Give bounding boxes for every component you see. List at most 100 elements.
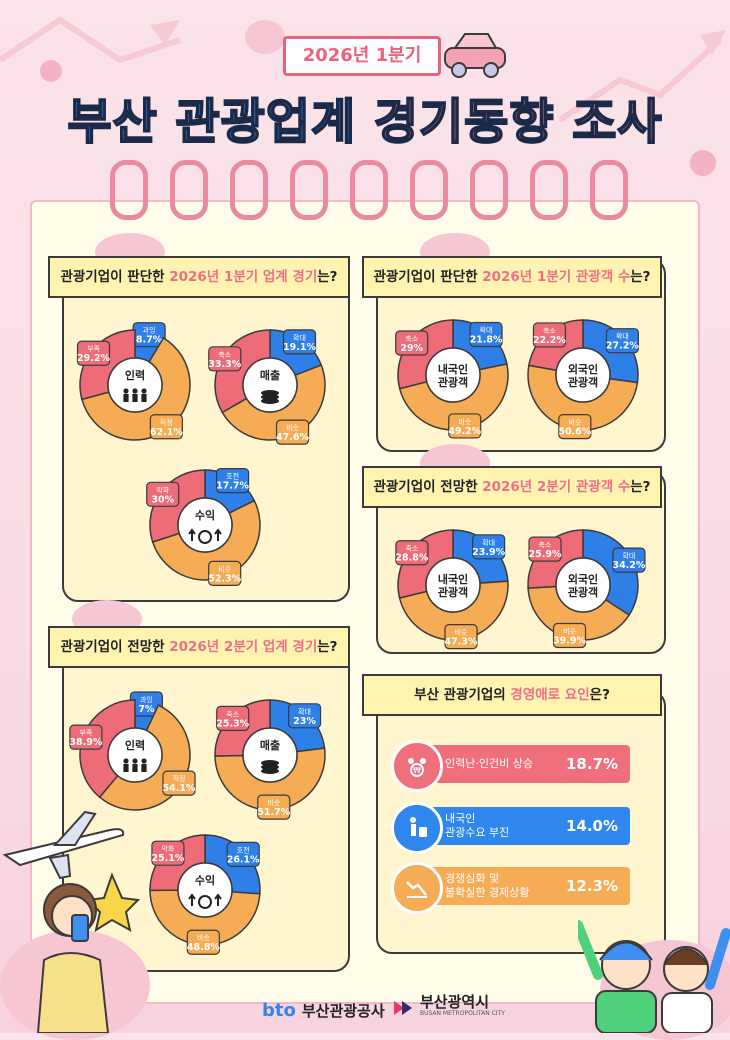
- logo-text: 부산관광공사: [301, 1002, 385, 1020]
- slice-label: 과잉7%: [129, 691, 163, 717]
- donut-center: [555, 557, 611, 613]
- slice-category: 비슷: [563, 626, 576, 635]
- slice-category: 비슷: [286, 423, 299, 432]
- slice-value: 23%: [293, 716, 316, 727]
- slice-category: 적정: [173, 774, 186, 783]
- slice-category: 축소: [543, 326, 556, 335]
- friends-illustration: [578, 920, 730, 1033]
- slice-category: 과잉: [140, 695, 153, 704]
- banner-highlight: 2026년 2분기 업계 경기: [169, 639, 318, 655]
- profit-icon: [188, 528, 222, 544]
- slice-value: 21.8%: [470, 335, 503, 346]
- banner-q1-tourists: 관광기업이 판단한 2026년 1분기 관광객 수는?: [362, 256, 662, 298]
- donut-center: [107, 357, 163, 413]
- slice-value: 28.8%: [395, 553, 428, 564]
- slice-category: 확대: [293, 333, 306, 342]
- donut-center-label: 외국인: [568, 572, 598, 586]
- blossom-icon: [690, 150, 716, 176]
- slice-category: 확대: [616, 332, 629, 341]
- slice-value: 26.1%: [227, 854, 260, 865]
- donut-center-label: 내국인: [438, 572, 468, 586]
- bto-logo-icon: bto: [262, 1000, 296, 1021]
- coins-icon: [261, 390, 279, 404]
- donut-center: [107, 727, 163, 783]
- slice-value: 8.7%: [136, 335, 163, 346]
- factor-bar-1: ₩ 인력난·인건비 상승 18.7%: [391, 740, 630, 792]
- year-tag: 2026년 1분기: [283, 36, 441, 76]
- slice-value: 50.6%: [558, 427, 591, 438]
- slice-value: 48.8%: [187, 942, 220, 953]
- notebook-ring: [470, 160, 508, 220]
- donut-center: [242, 727, 298, 783]
- slice-category: 축소: [405, 334, 418, 343]
- slice-category: 확대: [480, 326, 493, 335]
- slice-value: 62.1%: [150, 427, 183, 438]
- donut-center: [555, 347, 611, 403]
- people-icon: [123, 758, 147, 772]
- slice-category: 축소: [226, 709, 239, 718]
- car-icon: [444, 33, 506, 78]
- title-part1: 부산 관광업계: [66, 93, 357, 151]
- banner-q2-business: 관광기업이 전망한 2026년 2분기 업계 경기는?: [48, 626, 350, 668]
- svg-text:₩: ₩: [413, 766, 421, 775]
- banner-text: 관광기업이 판단한: [60, 269, 170, 285]
- notebook-ring: [410, 160, 448, 220]
- banner-suffix: 는?: [317, 639, 338, 655]
- banner-text: 관광기업이 판단한: [373, 269, 483, 285]
- slice-category: 확대: [298, 707, 311, 716]
- slice-value: 30%: [151, 494, 174, 505]
- slice-category: 확대: [622, 551, 635, 560]
- slice-value: 47.6%: [276, 432, 309, 443]
- slice-value: 52.3%: [208, 573, 241, 584]
- slice-category: 축소: [405, 544, 418, 553]
- slice-value: 47.3%: [445, 637, 478, 648]
- donut-center-label: 인력: [125, 368, 145, 382]
- donut-center-label: 매출: [260, 738, 280, 752]
- airplane-icon: [2, 810, 125, 880]
- slice-value: 54.1%: [163, 783, 196, 794]
- background-arrows: [0, 16, 726, 123]
- slice-value: 33.3%: [208, 359, 241, 370]
- notebook-ring: [290, 160, 328, 220]
- banner-highlight: 2026년 1분기 업계 경기: [169, 269, 318, 285]
- banner-text: 부산 관광기업의: [414, 687, 511, 703]
- logo-busan-city: 부산광역시 BUSAN METROPOLITAN CITY: [392, 995, 505, 1020]
- banner-suffix: 는?: [630, 269, 651, 285]
- downtrend-chart-icon: [391, 862, 443, 914]
- slice-value: 51.7%: [257, 807, 290, 818]
- banner-text: 관광기업이 전망한: [60, 639, 170, 655]
- slice-category: 악화: [156, 486, 169, 494]
- slice-category: 축소: [539, 540, 552, 549]
- donut-center: [425, 347, 481, 403]
- traveler-illustration: [36, 872, 140, 1033]
- notebook-ring: [530, 160, 568, 220]
- banner-suffix: 는?: [317, 269, 338, 285]
- slice-category: 비슷: [455, 628, 468, 637]
- coins-icon: [261, 760, 279, 774]
